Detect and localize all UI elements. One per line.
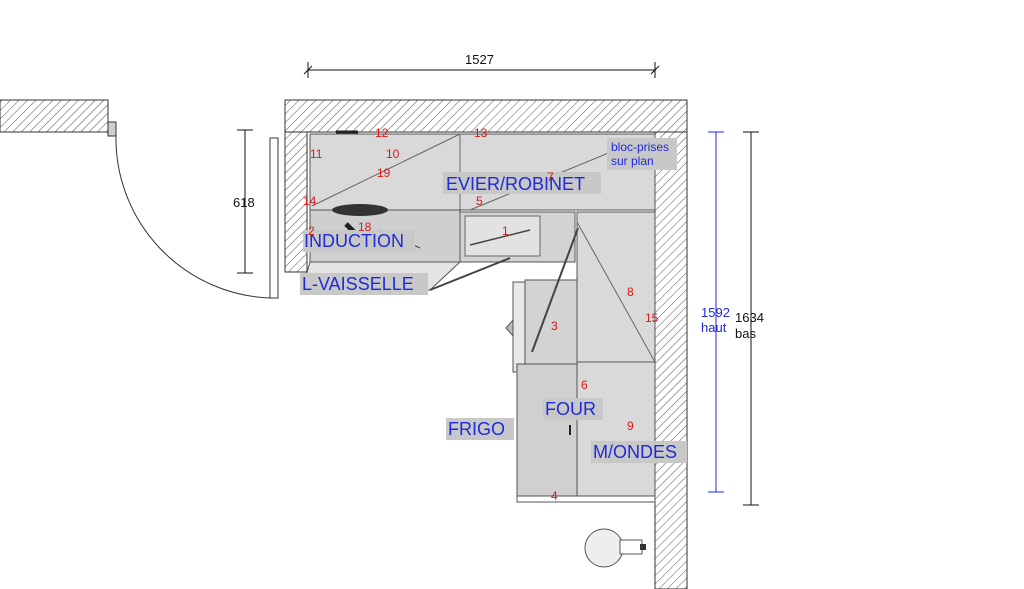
item-number: 14 [303,194,317,208]
door-jamb [107,121,117,137]
dimension-top-width: 1527 [465,52,494,67]
wall-right [654,131,688,589]
item-number: 9 [627,419,634,433]
item-number: 6 [581,378,588,392]
item-numbers: 1 2 3 4 5 6 7 8 9 10 11 12 13 14 15 18 1… [303,126,659,503]
item-number: 15 [645,311,659,325]
item-number: 10 [386,147,400,161]
light-globe [584,528,624,568]
appliance-labels: EVIER/ROBINET INDUCTION L-VAISSELLE FRIG… [302,140,677,462]
wall-pillar [284,131,308,273]
dimension-left-depth: 618 [233,195,255,210]
item-number: 11 [310,147,323,161]
fridge-column [512,281,526,373]
item-number: 13 [474,126,488,140]
note-line-1: bloc-prises [611,140,669,154]
label-dishwasher: L-VAISSELLE [302,274,414,294]
item-number: 12 [375,126,389,140]
label-hob: INDUCTION [304,231,404,251]
wall-light [584,528,646,568]
item-number: 2 [308,224,315,238]
dimension-right-high-suffix: haut [701,320,727,335]
door [115,133,279,299]
oven-tall-unit [576,361,656,499]
door-leaf [269,137,279,299]
sink-basin [464,215,541,257]
item-number: 5 [476,194,483,208]
item-number: 7 [547,170,554,184]
item-number: 4 [551,489,558,503]
item-number: 1 [502,224,509,238]
item-number: 3 [551,319,558,333]
dimension-right-high: 1592 [701,305,730,320]
walls [0,99,688,589]
dimension-right-low-suffix: bas [735,326,756,341]
fridge-body [516,363,578,499]
item-number: 8 [627,285,634,299]
wall-top [284,99,688,133]
dimension-lines [237,62,759,506]
label-sink: EVIER/ROBINET [446,174,585,194]
label-microwave: M/ONDES [593,442,677,462]
item-number: 19 [377,166,391,180]
dimension-texts: 1527 618 1592 haut 1634 bas [233,52,764,341]
note-line-2: sur plan [611,154,654,168]
label-backgrounds [300,138,687,463]
hob-burner [332,204,388,216]
wall-left-segment [0,99,109,133]
item-number: 18 [358,220,372,234]
label-oven: FOUR [545,399,596,419]
door-swing-arc [115,133,271,299]
dimension-right-low: 1634 [735,310,764,325]
label-fridge: FRIGO [448,419,505,439]
plinth [516,495,656,503]
corner-tall-unit [576,211,656,363]
